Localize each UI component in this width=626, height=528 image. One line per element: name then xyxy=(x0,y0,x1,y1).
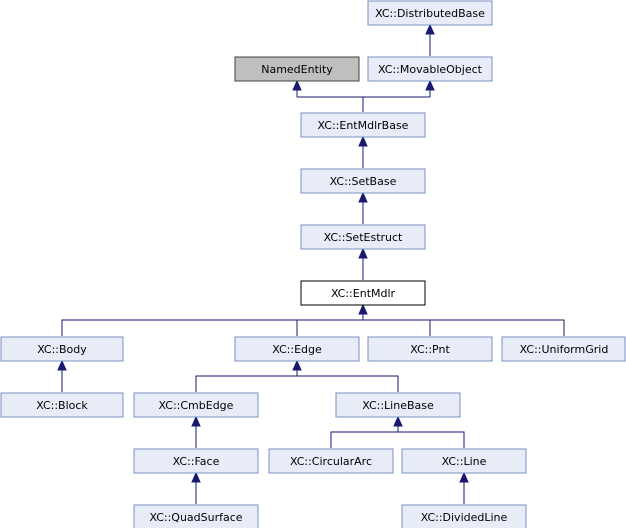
node-label-pnt: XC::Pnt xyxy=(410,343,450,356)
node-circulararc[interactable]: XC::CircularArc xyxy=(268,448,394,474)
arrowhead-line xyxy=(459,471,469,483)
arrowhead-namedentity xyxy=(292,79,302,91)
arrowhead-entmdlrbase xyxy=(358,135,368,147)
node-namedentity[interactable]: NamedEntity xyxy=(234,56,360,82)
node-label-namedentity: NamedEntity xyxy=(261,63,333,76)
node-dividedline[interactable]: XC::DividedLine xyxy=(401,504,527,528)
node-label-block: XC::Block xyxy=(36,399,88,412)
node-face[interactable]: XC::Face xyxy=(133,448,259,474)
node-label-line: XC::Line xyxy=(442,455,487,468)
arrowhead-linebase xyxy=(393,415,403,427)
arrowhead-face xyxy=(191,471,201,483)
node-quadsurface[interactable]: XC::QuadSurface xyxy=(133,504,259,528)
node-distributedbase[interactable]: XC::DistributedBase xyxy=(367,0,493,26)
edge-entmdlr-children xyxy=(61,314,565,336)
arrowhead-movableobject xyxy=(425,79,435,91)
node-pnt[interactable]: XC::Pnt xyxy=(367,336,493,362)
edges xyxy=(57,23,565,504)
arrowhead-edge xyxy=(292,359,302,371)
node-label-setbase: XC::SetBase xyxy=(330,175,397,188)
node-setestruct[interactable]: XC::SetEstruct xyxy=(300,224,426,250)
node-cmbedge[interactable]: XC::CmbEdge xyxy=(133,392,259,418)
node-label-dividedline: XC::DividedLine xyxy=(421,511,508,524)
node-linebase[interactable]: XC::LineBase xyxy=(335,392,461,418)
node-body[interactable]: XC::Body xyxy=(0,336,124,362)
node-label-setestruct: XC::SetEstruct xyxy=(324,231,403,244)
node-label-movableobject: XC::MovableObject xyxy=(378,63,483,76)
arrowhead-setbase xyxy=(358,191,368,203)
node-entmdlr[interactable]: XC::EntMdlr xyxy=(300,280,426,306)
arrowhead-body xyxy=(57,359,67,371)
edge-linebase-children xyxy=(330,426,465,448)
node-label-edge: XC::Edge xyxy=(272,343,322,356)
node-label-circulararc: XC::CircularArc xyxy=(290,455,372,468)
arrowhead-cmbedge xyxy=(191,415,201,427)
node-setbase[interactable]: XC::SetBase xyxy=(300,168,426,194)
node-label-cmbedge: XC::CmbEdge xyxy=(159,399,234,412)
node-block[interactable]: XC::Block xyxy=(0,392,124,418)
node-label-entmdlrbase: XC::EntMdlrBase xyxy=(318,119,409,132)
node-label-distributedbase: XC::DistributedBase xyxy=(375,7,485,20)
node-label-linebase: XC::LineBase xyxy=(362,399,434,412)
arrowhead-distributedbase xyxy=(425,23,435,35)
node-label-entmdlr: XC::EntMdlr xyxy=(331,287,396,300)
edge-entmdlrbase-split xyxy=(296,89,431,112)
node-uniformgrid[interactable]: XC::UniformGrid xyxy=(501,336,626,362)
node-movableobject[interactable]: XC::MovableObject xyxy=(367,56,493,82)
node-label-body: XC::Body xyxy=(37,343,87,356)
node-label-face: XC::Face xyxy=(173,455,220,468)
edge-edge-children xyxy=(195,370,399,392)
node-line[interactable]: XC::Line xyxy=(401,448,527,474)
arrowhead-setestruct xyxy=(358,247,368,259)
node-label-uniformgrid: XC::UniformGrid xyxy=(520,343,609,356)
node-edge[interactable]: XC::Edge xyxy=(234,336,360,362)
node-entmdlrbase[interactable]: XC::EntMdlrBase xyxy=(300,112,426,138)
arrowhead-entmdlr xyxy=(358,303,368,315)
node-label-quadsurface: XC::QuadSurface xyxy=(149,511,242,524)
